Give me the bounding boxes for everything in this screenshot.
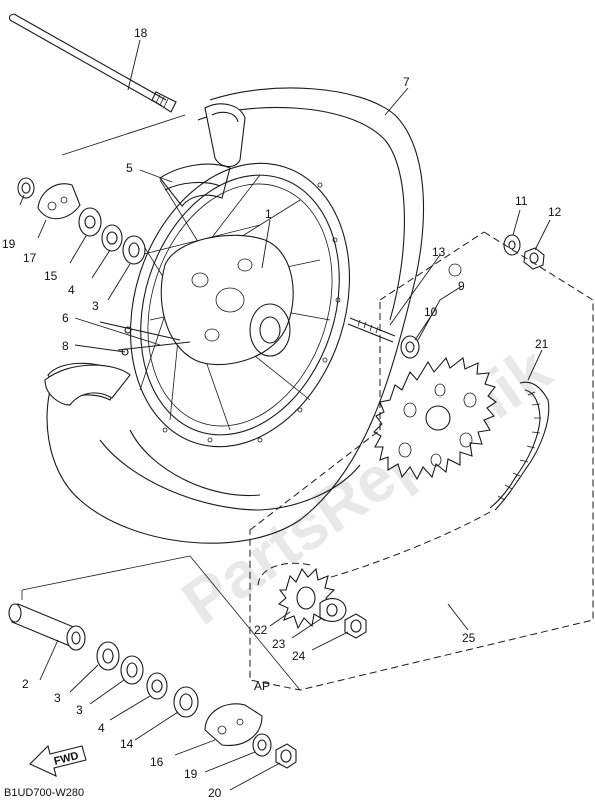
callout-11: 11: [515, 194, 528, 208]
callout-22: 22: [254, 623, 268, 637]
lower-parts-box: [21, 555, 301, 691]
callout-3-lower-b: 3: [76, 703, 83, 717]
drive-assembly-boundary: [249, 231, 594, 691]
callout-10: 10: [424, 305, 438, 319]
tire-section-lower: [44, 364, 131, 406]
lock-washer-part-23: [319, 597, 347, 623]
rim-and-spokes-part-1: [129, 162, 351, 448]
callout-12: 12: [548, 205, 562, 219]
nut-part-24: [344, 613, 367, 639]
callout-3-upper: 3: [92, 299, 99, 313]
sprocket-part-9: [373, 356, 497, 481]
callout-4-lower: 4: [98, 721, 105, 735]
callout-9: 9: [458, 279, 465, 293]
bearing-part-3-lower-a: [96, 641, 120, 671]
callout-4-upper: 4: [68, 283, 75, 297]
ap-label: AP: [254, 679, 270, 693]
axle-part-18: [8, 13, 177, 113]
callout-1: 1: [265, 207, 272, 221]
left-side-parts: [17, 177, 146, 265]
plate-part-16: [204, 703, 263, 746]
sprocket-side-parts: [347, 234, 545, 359]
tube-part-5: [159, 163, 231, 207]
chain-part-21: [257, 381, 550, 586]
collar-part-19-lower: [252, 733, 272, 757]
callout-5: 5: [126, 161, 133, 175]
bearing-part-3-lower-b: [120, 655, 144, 685]
callout-3-lower-a: 3: [54, 691, 61, 705]
callout-18: 18: [134, 26, 148, 40]
nut-part-20: [275, 743, 297, 769]
diagram-code: B1UD700-W280: [4, 787, 84, 799]
callout-7: 7: [403, 75, 410, 89]
callout-19-upper: 19: [2, 237, 16, 251]
callout-21: 21: [535, 337, 549, 351]
callout-23: 23: [272, 637, 286, 651]
oil-seal-part-4-lower: [146, 672, 168, 700]
watermark: PartsRepublik: [169, 332, 563, 638]
callout-16: 16: [150, 755, 164, 769]
callout-15: 15: [44, 269, 58, 283]
callout-8: 8: [62, 339, 69, 353]
callout-numbers: 18 7 5 1 19 17 15 4 3 6 8 13 9 10 11 12 …: [2, 26, 562, 800]
collar-part-2: [8, 603, 86, 651]
callout-17: 17: [23, 251, 37, 265]
fwd-arrow-icon: FWD: [29, 744, 87, 777]
callout-6: 6: [62, 311, 69, 325]
callout-14: 14: [120, 737, 134, 751]
collar-part-14: [173, 686, 199, 718]
callout-25: 25: [462, 631, 476, 645]
callout-2: 2: [22, 677, 29, 691]
callout-24: 24: [292, 649, 306, 663]
callout-19-lower: 19: [184, 767, 198, 781]
spokes-parts-6-8: [99, 321, 191, 356]
callout-13: 13: [432, 245, 446, 259]
leader-lines: [19, 39, 551, 791]
callout-20: 20: [208, 786, 222, 800]
